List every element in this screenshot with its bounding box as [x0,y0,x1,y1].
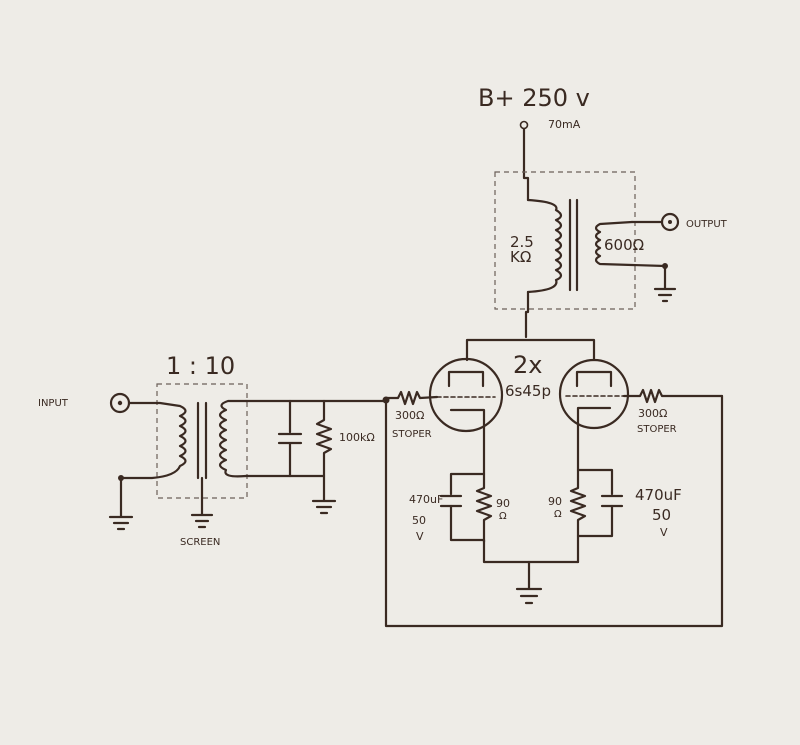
right-cathode-resistor [569,468,587,564]
right-cathode-network: 90 Ω 470uF 50 V [548,418,682,564]
output-secondary-coil [594,220,667,268]
input-ground-symbol [108,515,134,531]
input-primary-coil [119,401,187,480]
right-res-unit: Ω [554,509,562,520]
output-transformer-shield [494,171,636,310]
left-res-unit: Ω [499,511,507,522]
input-label: INPUT [38,398,69,409]
right-plate [575,370,613,388]
right-stopper-name: STOPER [637,424,677,435]
right-cap-voltage: 50 [652,506,671,524]
left-cap-unit: V [416,530,424,543]
supply-label: B+ 250 v [478,84,590,112]
left-stopper-value: 300Ω [395,409,424,422]
primary-impedance-top: 2.5 [510,233,534,251]
grid-resistor-value: 100kΩ [339,431,375,444]
secondary-impedance: 600Ω [604,236,644,254]
supply-node: B+ 250 v 70mA [478,84,590,202]
tube-type: 6s45p [505,382,551,400]
right-res-value: 90 [548,495,562,508]
left-cathode-resistor [475,472,493,544]
output-label: OUTPUT [686,219,728,230]
output-jack: OUTPUT [630,212,728,303]
input-shunt-capacitor [277,399,303,478]
left-cathode-capacitor [439,494,463,508]
right-cathode [576,406,612,422]
left-res-value: 90 [496,497,510,510]
right-cap-value: 470uF [635,486,682,504]
left-cap-value: 470uF [409,493,443,506]
left-stopper-name: STOPER [392,429,432,440]
input-jack: INPUT [38,392,134,531]
input-ratio: 1 : 10 [166,352,235,380]
input-transformer-shield [156,383,248,499]
left-cathode [449,408,486,422]
right-stopper-value: 300Ω [638,407,667,420]
tube-count: 2x [513,351,542,379]
input-transformer: 1 : 10 SCREEN [119,352,248,548]
cathode-ground-symbol [515,587,543,605]
left-plate [447,370,485,388]
supply-current-label: 70mA [548,118,581,131]
input-load-network: 100kΩ [244,399,388,515]
left-cathode-network: 470uF 50 V 90 Ω [409,418,510,544]
input-secondary-coil [218,399,248,478]
output-primary-coil [526,198,563,294]
primary-impedance-bottom: KΩ [510,248,531,266]
right-triode [558,358,630,430]
right-cathode-capacitor [600,494,624,508]
output-transformer: 2.5 KΩ 600Ω [494,171,667,339]
plate-bus [465,338,596,362]
screen-label: SCREEN [180,537,220,548]
right-grid-stopper: 300Ω STOPER [622,388,724,435]
left-triode [428,357,504,433]
left-grid-stopper: 300Ω STOPER [384,390,439,440]
right-cap-unit: V [660,526,668,539]
left-cap-voltage: 50 [412,514,426,527]
screen-ground-symbol [190,513,214,529]
cathode-ground [482,538,580,605]
grid-resistor [315,399,333,502]
grid-ground-symbol [311,499,337,515]
output-ground-symbol [653,287,677,303]
